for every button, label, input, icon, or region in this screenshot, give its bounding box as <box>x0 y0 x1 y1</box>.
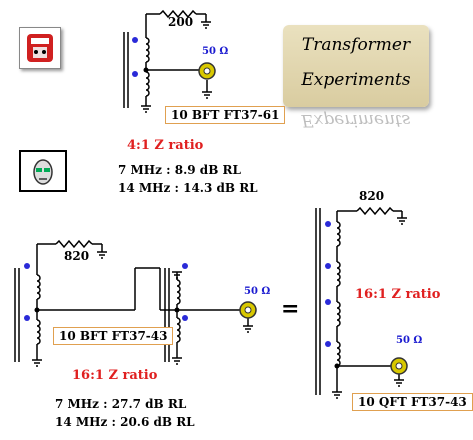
winding <box>336 341 341 367</box>
resistor-820 <box>55 239 93 249</box>
winding <box>36 274 41 300</box>
coax-connector <box>198 62 408 375</box>
ratio-label: 16:1 Z ratio <box>355 287 441 302</box>
resistor-200 <box>159 9 197 19</box>
core-label: 10 BFT FT37-61 <box>165 106 286 124</box>
title-line-2: Experiments <box>301 70 411 90</box>
winding <box>145 71 150 97</box>
circuit-diagram <box>14 9 408 399</box>
logo-icon <box>19 27 61 69</box>
equals-sign: = <box>281 296 300 322</box>
rl-14mhz: 14 MHz : 14.3 dB RL <box>118 181 258 195</box>
load-label: 50 Ω <box>396 335 423 346</box>
title-line-1: Transformer <box>301 35 411 55</box>
resistor-label: 820 <box>359 189 385 203</box>
ratio-label: 16:1 Z ratio <box>72 368 158 383</box>
rl-14mhz: 14 MHz : 20.6 dB RL <box>55 415 195 429</box>
winding <box>336 261 341 287</box>
avatar-icon <box>19 150 67 192</box>
winding <box>145 37 150 63</box>
load-label: 50 Ω <box>244 286 271 297</box>
resistor-label: 200 <box>168 15 194 29</box>
winding <box>336 221 341 247</box>
resistor-820-right <box>356 206 394 216</box>
core-label: 10 QFT FT37-43 <box>352 393 473 411</box>
resistor-label: 820 <box>64 249 90 263</box>
load-label: 50 Ω <box>202 46 229 57</box>
winding <box>176 317 181 343</box>
core-label: 10 BFT FT37-43 <box>53 327 174 345</box>
winding <box>336 301 341 327</box>
rl-7mhz: 7 MHz : 8.9 dB RL <box>118 163 241 177</box>
winding <box>176 279 181 305</box>
ratio-label: 4:1 Z ratio <box>127 138 204 153</box>
winding <box>36 319 41 345</box>
title-box: Transformer Experiments <box>283 25 429 107</box>
rl-7mhz: 7 MHz : 27.7 dB RL <box>55 397 187 411</box>
